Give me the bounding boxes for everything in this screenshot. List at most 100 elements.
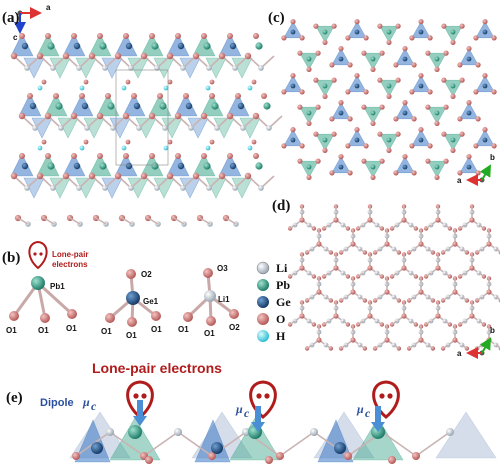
- h-atom: [247, 145, 253, 151]
- bond: [442, 296, 449, 302]
- o-atom: [209, 79, 215, 85]
- o-atom: [435, 217, 441, 223]
- bond: [143, 431, 179, 457]
- o-atom: [251, 79, 257, 85]
- bond: [495, 296, 500, 301]
- axis-c-label: c: [13, 33, 18, 42]
- o-atom: [482, 19, 488, 25]
- o-atom: [114, 52, 122, 60]
- bond: [308, 320, 315, 326]
- o-atom: [427, 35, 433, 41]
- bond: [279, 431, 315, 457]
- o-atom: [209, 139, 215, 145]
- o-atom: [167, 139, 173, 145]
- o-atom: [367, 217, 373, 223]
- bond: [408, 344, 415, 350]
- bond: [476, 296, 483, 302]
- dipole-arrow: [133, 400, 147, 426]
- pb-atom: [306, 164, 312, 170]
- bond: [459, 320, 466, 326]
- li-atom: [110, 125, 116, 131]
- h-atom: [79, 145, 85, 151]
- o-atom: [313, 131, 319, 137]
- o-atom: [183, 93, 189, 99]
- li-atom: [180, 65, 186, 71]
- ge-atom: [126, 291, 140, 305]
- o-atom: [299, 300, 305, 305]
- o-atom: [452, 241, 458, 247]
- o-atom: [469, 300, 475, 305]
- pb-atom: [322, 29, 328, 35]
- o-atom: [226, 112, 234, 120]
- o-atom: [201, 33, 207, 39]
- ge-atom: [229, 162, 237, 170]
- lone-pair-text-2: electrons: [52, 260, 88, 269]
- o-atom: [331, 23, 337, 29]
- o-atom: [347, 62, 353, 68]
- panel-e-chain: [69, 380, 497, 464]
- li-atom: [206, 65, 212, 71]
- o-atom: [71, 33, 77, 39]
- ge-atom: [334, 442, 346, 454]
- o-atom: [19, 153, 25, 159]
- o-atom: [244, 52, 252, 60]
- pb-atom: [151, 42, 159, 50]
- h-atom: [37, 145, 43, 151]
- pb-atom: [159, 102, 167, 110]
- bond: [357, 224, 364, 230]
- ge-atom: [402, 110, 408, 116]
- ge-atom: [73, 42, 81, 50]
- o-atom: [114, 172, 122, 180]
- bond: [199, 217, 211, 225]
- o-atom: [316, 241, 322, 247]
- o-atom: [450, 147, 456, 153]
- bond: [410, 272, 417, 278]
- pb-coordination: Lone-pair electrons Pb1 O1 O1 O1: [6, 240, 88, 335]
- o-atom: [379, 50, 385, 56]
- ge-atom: [482, 137, 488, 143]
- li-atom: [106, 428, 114, 436]
- o-atom: [466, 154, 472, 160]
- ge-atom: [29, 102, 37, 110]
- o-atom: [441, 23, 447, 29]
- o-atom: [290, 127, 296, 133]
- ge-atom: [354, 83, 360, 89]
- o-atom: [316, 276, 322, 281]
- o-atom: [401, 300, 407, 305]
- bond: [478, 320, 485, 326]
- legend-li-label: Li: [276, 261, 288, 275]
- o-atom: [227, 153, 233, 159]
- o-atom: [363, 89, 369, 95]
- o-atom: [297, 158, 303, 164]
- bond: [376, 224, 383, 230]
- pb-atom: [211, 102, 219, 110]
- o-atom: [201, 153, 207, 159]
- ge-atom: [125, 42, 133, 50]
- bond: [393, 344, 400, 350]
- ge-atom: [133, 102, 141, 110]
- o-atom: [299, 35, 305, 41]
- li-atom: [24, 185, 30, 191]
- o-atom: [345, 35, 351, 41]
- pb-atom: [31, 276, 45, 290]
- ge-atom: [91, 442, 103, 454]
- li-atom: [266, 125, 272, 131]
- li-atom: [154, 185, 160, 191]
- li-atom: [310, 428, 318, 436]
- o-atom: [361, 158, 367, 164]
- bond: [357, 320, 364, 326]
- pb-atom: [322, 137, 328, 143]
- o-atom: [306, 120, 312, 126]
- bond: [177, 431, 213, 457]
- o-atom: [97, 153, 103, 159]
- bond: [425, 320, 432, 326]
- o-atom: [386, 93, 392, 99]
- o-atom: [452, 324, 458, 329]
- o-atom: [402, 154, 408, 160]
- o-atom: [88, 172, 96, 180]
- li-atom: [180, 185, 186, 191]
- o-atom: [384, 324, 390, 329]
- pb-atom: [128, 425, 142, 439]
- pb-atom: [203, 42, 211, 50]
